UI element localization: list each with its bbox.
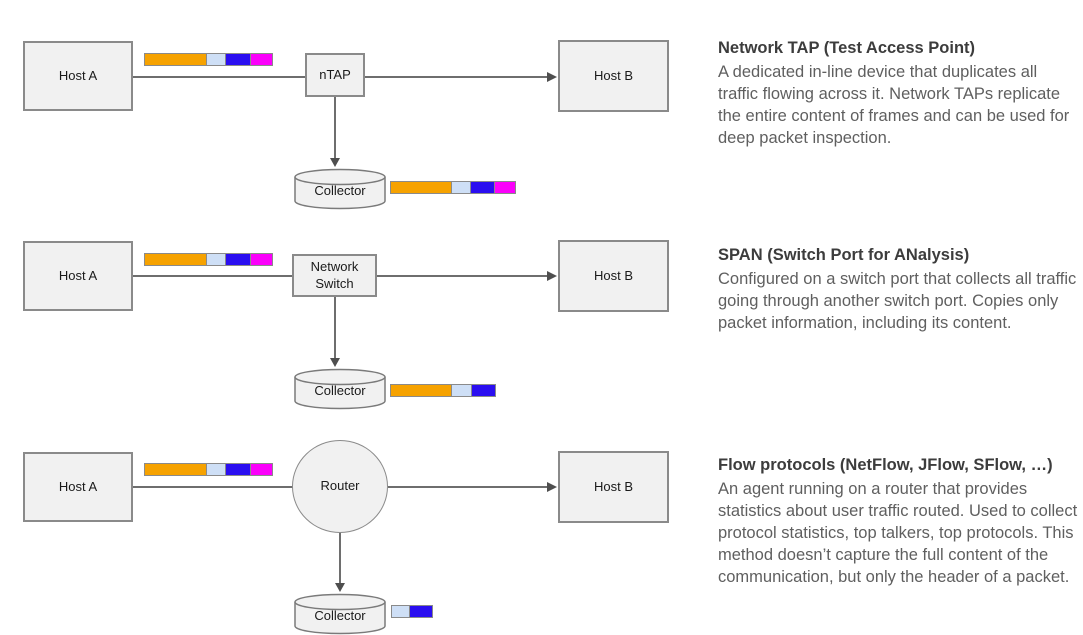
host-a-label: Host A bbox=[58, 478, 98, 494]
router-label: Router bbox=[320, 478, 360, 494]
packet-segment-magenta bbox=[250, 463, 273, 476]
tap-drop-line bbox=[339, 533, 341, 583]
collector-node: Collector bbox=[294, 368, 386, 410]
host-b-label: Host B bbox=[593, 478, 633, 494]
collector-label: Collector bbox=[314, 383, 366, 398]
host-b-label: Host B bbox=[593, 67, 633, 83]
packet-segment-light_blue bbox=[451, 181, 471, 194]
note-title: Network TAP (Test Access Point) bbox=[718, 39, 976, 57]
packet-segment-light_blue bbox=[206, 53, 226, 66]
note-flow-protocols: Flow protocols (NetFlow, JFlow, SFlow, …… bbox=[718, 454, 1080, 588]
arrowhead-right-icon bbox=[547, 482, 557, 492]
note-body: Configured on a switch port that collect… bbox=[718, 270, 1077, 332]
packet-segment-light_blue bbox=[206, 463, 226, 476]
packet-segment-magenta bbox=[494, 181, 516, 194]
packet-segment-magenta bbox=[250, 253, 273, 266]
arrowhead-down-icon bbox=[330, 158, 340, 167]
connector-line-right bbox=[377, 275, 547, 277]
note-span: SPAN (Switch Port for ANalysis) Configur… bbox=[718, 244, 1080, 334]
packet-bar-collector bbox=[391, 605, 433, 618]
packet-segment-blue bbox=[225, 53, 251, 66]
ntap-box: nTAP bbox=[305, 53, 365, 97]
note-body: A dedicated in-line device that duplicat… bbox=[718, 63, 1070, 147]
host-a-box: Host A bbox=[23, 452, 133, 522]
packet-segment-blue bbox=[225, 463, 251, 476]
network-switch-label: Network Switch bbox=[310, 258, 359, 291]
packet-segment-orange bbox=[144, 53, 207, 66]
packet-segment-light_blue bbox=[391, 605, 410, 618]
note-title: SPAN (Switch Port for ANalysis) bbox=[718, 246, 970, 264]
tap-drop-line bbox=[334, 97, 336, 158]
arrowhead-right-icon bbox=[547, 271, 557, 281]
collector-node: Collector bbox=[294, 593, 386, 635]
network-switch-box: Network Switch bbox=[292, 254, 377, 297]
note-body: An agent running on a router that provid… bbox=[718, 480, 1078, 586]
host-b-label: Host B bbox=[593, 267, 633, 283]
host-a-label: Host A bbox=[58, 67, 98, 83]
packet-segment-orange bbox=[390, 181, 452, 194]
packet-segment-light_blue bbox=[206, 253, 226, 266]
packet-bar-collector bbox=[390, 181, 516, 194]
packet-bar-link bbox=[144, 463, 273, 476]
host-a-box: Host A bbox=[23, 241, 133, 311]
packet-segment-orange bbox=[390, 384, 452, 397]
collector-cylinder bbox=[294, 593, 386, 635]
collector-label: Collector bbox=[314, 608, 366, 623]
collector-cylinder bbox=[294, 368, 386, 410]
note-network-tap: Network TAP (Test Access Point) A dedica… bbox=[718, 37, 1080, 149]
connector-line-left bbox=[133, 76, 305, 78]
host-b-box: Host B bbox=[558, 240, 669, 312]
connector-line-left bbox=[133, 275, 292, 277]
packet-segment-orange bbox=[144, 253, 207, 266]
packet-segment-light_blue bbox=[451, 384, 472, 397]
collector-label: Collector bbox=[314, 183, 366, 198]
tap-drop-line bbox=[334, 297, 336, 358]
collector-cylinder bbox=[294, 168, 386, 210]
packet-segment-blue bbox=[470, 181, 495, 194]
ntap-label: nTAP bbox=[319, 66, 351, 82]
host-a-label: Host A bbox=[58, 267, 98, 283]
note-title: Flow protocols (NetFlow, JFlow, SFlow, …… bbox=[718, 456, 1053, 474]
arrowhead-down-icon bbox=[335, 583, 345, 592]
packet-segment-magenta bbox=[250, 53, 273, 66]
packet-bar-collector bbox=[390, 384, 496, 397]
packet-segment-blue bbox=[225, 253, 251, 266]
connector-line-right bbox=[365, 76, 547, 78]
router-circle: Router bbox=[292, 440, 388, 533]
packet-segment-orange bbox=[144, 463, 207, 476]
packet-bar-link bbox=[144, 253, 273, 266]
host-a-box: Host A bbox=[23, 41, 133, 111]
connector-line-left bbox=[133, 486, 293, 488]
host-b-box: Host B bbox=[558, 451, 669, 523]
packet-bar-link bbox=[144, 53, 273, 66]
arrowhead-down-icon bbox=[330, 358, 340, 367]
packet-segment-blue bbox=[471, 384, 496, 397]
host-b-box: Host B bbox=[558, 40, 669, 112]
connector-line-right bbox=[388, 486, 547, 488]
packet-segment-blue bbox=[409, 605, 433, 618]
collector-node: Collector bbox=[294, 168, 386, 210]
arrowhead-right-icon bbox=[547, 72, 557, 82]
